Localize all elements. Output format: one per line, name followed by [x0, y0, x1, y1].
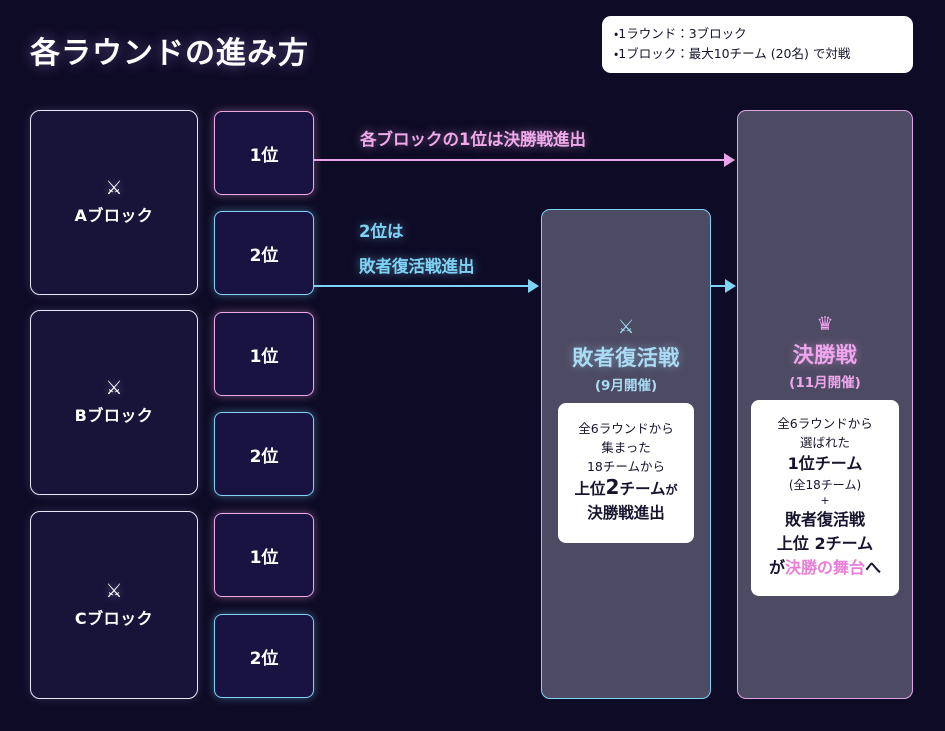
finals-note-line-4: (全18チーム): [788, 478, 862, 492]
page-title: 各ラウンドの進み方: [30, 36, 309, 71]
finals-panel-subtitle: (11月開催): [789, 375, 861, 391]
connector-line-first-place: [314, 159, 726, 161]
block-label-c: Cブロック: [74, 608, 154, 628]
connector-label-first-place: 各ブロックの1位は決勝戦進出: [360, 130, 586, 149]
block-card-a[interactable]: ⚔ Aブロック: [30, 110, 198, 295]
rank-card-c-2[interactable]: 2位: [214, 614, 314, 698]
losers-panel-subtitle: (9月開催): [594, 378, 658, 394]
losers-note-mid: チーム: [619, 480, 666, 498]
connector-label-second-place-line1: 2位は: [359, 222, 404, 241]
finals-note-prefix: が: [768, 558, 785, 577]
rank-card-c-1[interactable]: 1位: [214, 513, 314, 597]
rank-card-b-2[interactable]: 2位: [214, 412, 314, 496]
connector-line-second-place: [314, 285, 530, 287]
finals-note-line-3: 1位チーム: [787, 454, 863, 473]
block-label-b: Bブロック: [74, 406, 154, 425]
crossed-swords-icon: ⚔: [105, 177, 123, 199]
finals-note-line-8: が決勝の舞台へ: [757, 556, 893, 580]
rank-card-a-2[interactable]: 2位: [214, 211, 314, 295]
finals-note-line-5: +: [820, 494, 830, 507]
finals-note-line-1: 全6ラウンドから: [777, 416, 873, 431]
finals-panel-title: 決勝戦: [792, 343, 858, 367]
crossed-swords-icon: ⚔: [105, 579, 123, 602]
finals-note-line-7: 上位 2チーム: [776, 534, 874, 553]
crossed-swords-icon: ⚔: [105, 377, 123, 399]
info-line-rounds: ・1ラウンド：3ブロック: [614, 26, 747, 41]
crossed-swords-icon: ⚔: [617, 316, 635, 338]
finals-note-line-6: 敗者復活戦: [784, 510, 865, 529]
info-line-teams: ・1ブロック：最大10チーム (20名) で対戦: [614, 46, 851, 61]
losers-note-line-2: 集まった: [601, 440, 651, 455]
crown-icon: ♛: [816, 313, 834, 335]
losers-bracket-panel[interactable]: ⚔ 敗者復活戦 (9月開催) 全6ラウンドから 集まった 18チームから 上位2…: [541, 209, 711, 699]
rank-card-a-1[interactable]: 1位: [214, 111, 314, 195]
info-box: ・1ラウンド：3ブロック ・1ブロック：最大10チーム (20名) で対戦: [602, 16, 913, 73]
losers-note-prefix: 上位: [574, 480, 606, 498]
connector-arrow-first-place: [724, 153, 735, 167]
connector-label-second-place-line2: 敗者復活戦進出: [359, 257, 475, 276]
losers-panel-title: 敗者復活戦: [572, 346, 680, 370]
rank-card-b-1[interactable]: 1位: [214, 312, 314, 396]
block-card-c[interactable]: ⚔ Cブロック: [30, 511, 198, 699]
losers-note-number: 2: [605, 475, 620, 499]
losers-note-suffix: が: [665, 483, 678, 497]
connector-arrow-second-place: [528, 279, 539, 293]
finals-note-accent: 決勝の舞台: [784, 558, 865, 577]
losers-note-line-5: 決勝戦進出: [587, 504, 665, 522]
finals-panel-note: 全6ラウンドから 選ばれた 1位チーム (全18チーム) + 敗者復活戦 上位 …: [751, 400, 899, 596]
losers-panel-note: 全6ラウンドから 集まった 18チームから 上位2チームが 決勝戦進出: [558, 403, 694, 543]
finals-note-suffix: へ: [865, 558, 882, 577]
connector-line-losers-to-finals: [711, 285, 727, 287]
finals-panel[interactable]: ♛ 決勝戦 (11月開催) 全6ラウンドから 選ばれた 1位チーム (全18チー…: [737, 110, 913, 699]
losers-note-line-3: 18チームから: [586, 459, 666, 474]
block-label-a: Aブロック: [74, 206, 154, 225]
connector-arrow-losers-to-finals: [725, 279, 736, 293]
block-card-b[interactable]: ⚔ Bブロック: [30, 310, 198, 495]
losers-note-line-4: 上位2チームが: [564, 476, 688, 502]
losers-note-line-1: 全6ラウンドから: [578, 421, 674, 436]
finals-note-line-2: 選ばれた: [799, 435, 850, 450]
